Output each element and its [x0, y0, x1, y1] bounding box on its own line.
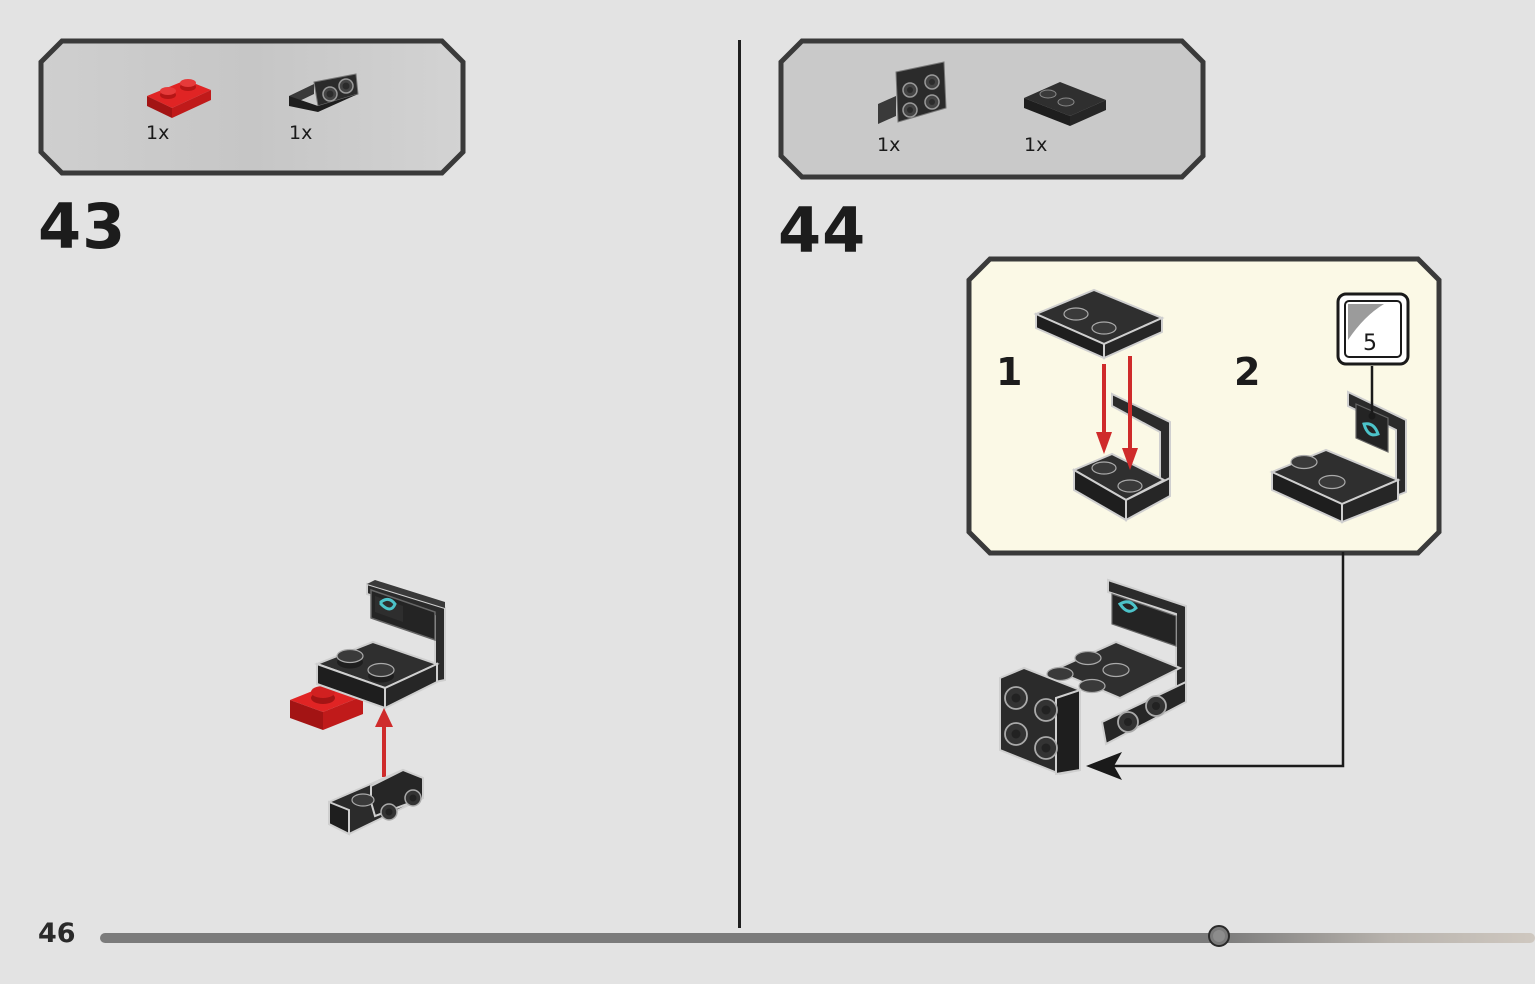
parts-box-frame	[38, 38, 466, 176]
progress-marker	[1208, 925, 1231, 947]
part-qty: 1x	[289, 122, 313, 144]
red-plate-1x2-icon	[147, 79, 211, 118]
part-qty: 1x	[1024, 134, 1048, 156]
step-44-parts-list: 1x 1x	[778, 38, 1206, 180]
part-qty: 1x	[877, 134, 901, 156]
callout-connector-arrow	[1086, 552, 1345, 780]
step-44-assembly-illustration	[999, 578, 1187, 776]
step-number: 43	[38, 190, 127, 263]
part-qty: 1x	[146, 122, 170, 144]
progress-bar	[100, 933, 1535, 943]
step-43-assembly-illustration	[290, 580, 446, 836]
step-43-parts-list: 1x 1x	[38, 38, 466, 176]
substep-number: 1	[996, 350, 1023, 394]
page-divider	[738, 40, 741, 928]
substep-callout-box	[966, 256, 1442, 556]
black-bracket-2x2-icon	[878, 61, 947, 124]
substep-number: 2	[1234, 350, 1261, 394]
sticker-number: 5	[1363, 331, 1377, 356]
page-number: 46	[38, 918, 76, 949]
black-bracket-1x2-icon	[289, 73, 359, 112]
step-number: 44	[778, 194, 867, 267]
parts-box-frame	[778, 38, 1206, 180]
black-plate-2x2-icon	[1024, 82, 1106, 126]
